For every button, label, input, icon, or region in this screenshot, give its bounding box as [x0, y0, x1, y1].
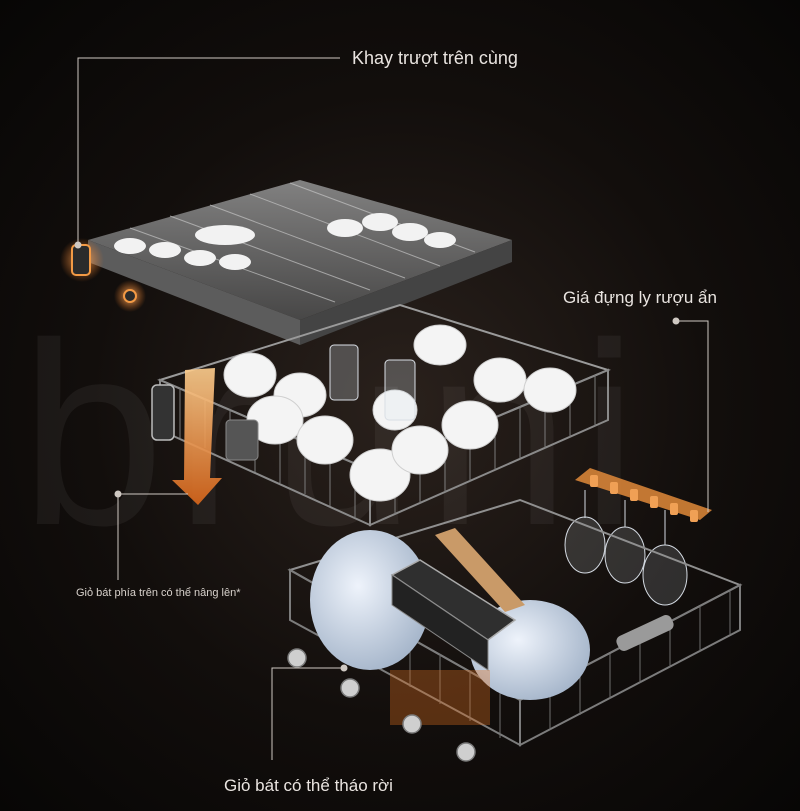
lift-arrow-icon [172, 368, 222, 505]
callout-lines [74, 57, 709, 760]
upper-basket [151, 303, 611, 527]
top-tray-label: Khay trượt trên cùng [352, 48, 518, 68]
hidden-glass-holder [564, 468, 712, 606]
glass-holder-label: Giá đựng ly rượu ẩn [563, 288, 717, 307]
upper-basket-label: Giỏ bát phía trên có thể nâng lên* [76, 587, 241, 599]
cutlery-basket [390, 559, 517, 671]
lower-basket [287, 498, 743, 762]
lower-basket-label: Giỏ bát có thể tháo rời [224, 776, 393, 795]
top-sliding-tray [60, 180, 512, 345]
